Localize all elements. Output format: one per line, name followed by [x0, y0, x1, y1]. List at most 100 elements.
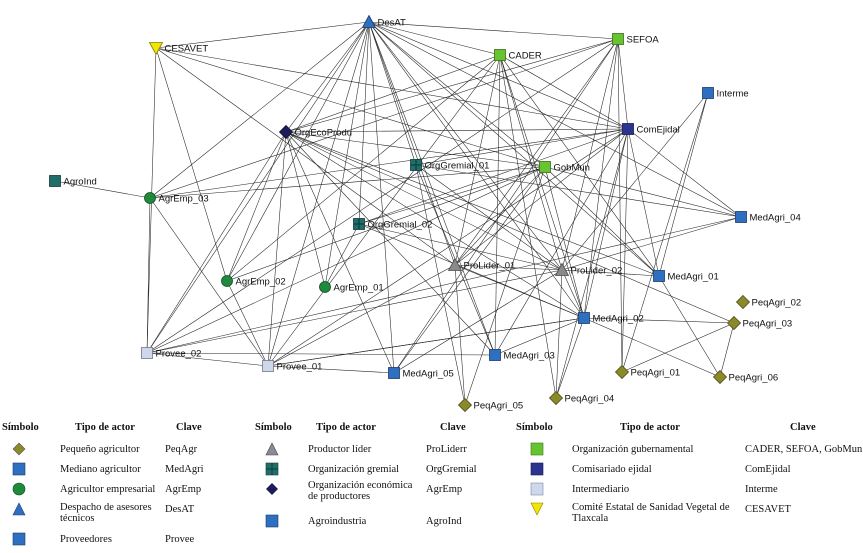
edge-GobMun-ProLider_01 [454, 166, 546, 266]
edge-Provee_02-MedAgri_03 [146, 352, 496, 356]
edge-DesAT-GobMun [368, 21, 546, 168]
edge-AgrEmp_03-Provee_01 [149, 197, 269, 367]
legend-key: ComEjidal [745, 464, 791, 475]
edge-CADER-PeqAgri_04 [499, 54, 557, 399]
legend-key: Interme [745, 484, 778, 495]
legend-square-icon [530, 482, 544, 496]
node-label: CESAVET [165, 44, 209, 55]
edge-SEFOA-OrgEcoProdu [285, 38, 619, 133]
edges-group [54, 21, 742, 406]
node-label: Interme [717, 89, 749, 100]
legend-square-icon [265, 514, 279, 528]
edge-CADER-AgrEmp_02 [226, 54, 501, 282]
node-shape [489, 349, 501, 361]
node-AgroInd: AgroInd [49, 175, 97, 188]
node-PeqAgri_03: PeqAgri_03 [726, 315, 793, 331]
node-ComEjidal: ComEjidal [622, 123, 680, 136]
node-label: MedAgri_03 [504, 351, 555, 362]
edge-DesAT-CADER [368, 21, 501, 56]
edge-OrgEcoProdu-MedAgri_05 [285, 131, 395, 374]
node-label: GobMun [554, 163, 590, 174]
legend-key: CESAVET [745, 504, 791, 515]
legend-type: Comité Estatal de Sanidad Vegetal de Tla… [572, 502, 730, 524]
edge-Provee_01-MedAgri_05 [267, 365, 395, 374]
legend-type: Intermediario [572, 484, 630, 495]
edge-SEFOA-MedAgri_05 [393, 38, 619, 374]
edge-SEFOA-ProLider_01 [454, 38, 619, 266]
legend-type: Despacho de asesores técnicos [60, 502, 152, 524]
node-shape [735, 211, 747, 223]
legend-triangle-icon [265, 442, 279, 456]
legend-square-icon [530, 462, 544, 476]
edge-ComEjidal-MedAgri_01 [627, 128, 660, 277]
edge-AgrEmp_03-GobMun [149, 166, 546, 199]
edge-ComEjidal-PeqAgri_01 [621, 128, 629, 373]
edge-CADER-MedAgri_03 [494, 54, 501, 356]
edge-DesAT-SEFOA [368, 21, 619, 40]
edge-OrgGremial_01-MedAgri_04 [415, 164, 742, 218]
node-AgrEmp_01: AgrEmp_01 [319, 281, 384, 294]
legend-table: Símbolo Tipo de actor Clave Símbolo Tipo… [0, 418, 863, 553]
node-Provee_02: Provee_02 [141, 347, 201, 360]
edge-GobMun-AgrEmp_02 [226, 166, 546, 282]
edge-CADER-Provee_01 [267, 54, 501, 367]
node-ProLider_01: ProLider_01 [447, 257, 515, 272]
node-shape [494, 49, 506, 61]
node-SEFOA: SEFOA [612, 33, 659, 46]
legend-key: AgrEmp [165, 484, 202, 495]
edge-SEFOA-ComEjidal [617, 38, 629, 130]
node-label: AgrEmp_01 [334, 283, 384, 294]
edge-ComEjidal-MedAgri_03 [494, 128, 629, 356]
node-MedAgri_01: MedAgri_01 [653, 270, 719, 283]
edge-OrgEcoProdu-GobMun [285, 131, 546, 168]
edge-ProLider_02-MedAgri_05 [393, 269, 563, 374]
node-label: ComEjidal [637, 125, 680, 136]
edge-ProLider_01-Provee_01 [267, 264, 456, 367]
legend-key: ProLiderr [426, 444, 467, 455]
legend-key: PeqAgr [165, 444, 198, 455]
node-AgrEmp_03: AgrEmp_03 [144, 192, 209, 205]
edge-DesAT-OrgGremial_02 [358, 21, 370, 225]
edge-DesAT-MedAgri_01 [368, 21, 660, 277]
legend-key: OrgGremial [426, 464, 477, 475]
legend-triangle-down-icon [530, 502, 544, 516]
node-shape [702, 87, 714, 99]
edge-PeqAgri_03-PeqAgri_01 [621, 322, 735, 373]
edge-OrgEcoProdu-AgrEmp_01 [285, 131, 326, 288]
edge-OrgEcoProdu-MedAgri_01 [285, 131, 660, 277]
node-CESAVET: CESAVET [148, 42, 209, 56]
node-ProLider_02: ProLider_02 [554, 262, 622, 277]
node-label: DesAT [378, 18, 407, 29]
node-shape [554, 262, 570, 276]
node-MedAgri_02: MedAgri_02 [578, 312, 644, 325]
node-shape [447, 257, 463, 271]
node-label: PeqAgri_03 [743, 319, 793, 330]
edge-DesAT-MedAgri_05 [368, 21, 395, 374]
legend-square-icon [530, 442, 544, 456]
edge-GobMun-MedAgri_02 [544, 166, 585, 319]
edge-MedAgri_01-PeqAgri_06 [658, 275, 721, 378]
edge-OrgEcoProdu-Provee_02 [146, 131, 287, 354]
legend-header-type-2: Tipo de actor [316, 422, 376, 433]
node-shape [548, 390, 564, 406]
edge-ProLider_02-MedAgri_02 [561, 269, 585, 319]
node-DesAT: DesAT [361, 14, 407, 29]
edge-DesAT-MedAgri_04 [368, 21, 742, 218]
edge-OrgEcoProdu-ComEjidal [285, 128, 629, 133]
edge-ComEjidal-MedAgri_02 [583, 128, 629, 319]
legend-diamond-icon [266, 483, 278, 495]
legend-key: Provee [165, 534, 195, 545]
node-shape [735, 294, 751, 310]
edge-AgroInd-AgrEmp_03 [54, 180, 151, 199]
node-PeqAgri_06: PeqAgri_06 [712, 369, 778, 385]
node-OrgEcoProdu: OrgEcoProdu [278, 124, 352, 140]
legend-key: DesAT [165, 504, 195, 515]
edge-AgrEmp_01-OrgGremial_02 [324, 223, 360, 288]
node-shape [622, 123, 634, 135]
legend-type: Productor líder [308, 444, 372, 455]
node-GobMun: GobMun [539, 161, 590, 174]
edge-ComEjidal-OrgGremial_01 [415, 128, 629, 166]
edge-DesAT-OrgEcoProdu [285, 21, 370, 133]
nodes-group: DesATCESAVETCADERSEFOAIntermeOrgEcoProdu… [49, 14, 801, 413]
legend-type: Comisariado ejidal [572, 464, 652, 475]
